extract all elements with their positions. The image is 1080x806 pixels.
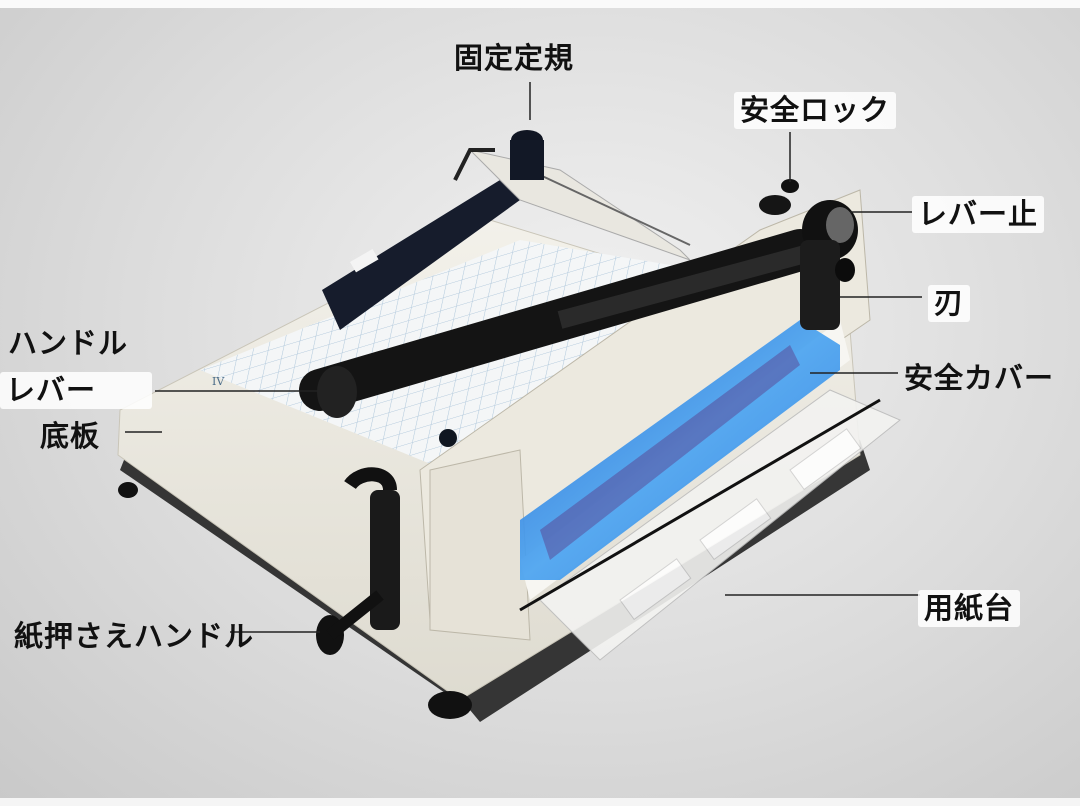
label-paper-table: 用紙台 xyxy=(918,590,1021,627)
bottom-border xyxy=(0,798,1080,806)
safety-cover-part xyxy=(520,320,840,580)
label-safety-cover: 安全カバー xyxy=(904,361,1055,395)
label-handle-lever-line2: レバー xyxy=(0,372,152,409)
label-safety-lock: 安全ロック xyxy=(734,92,897,129)
label-base-plate: 底板 xyxy=(40,419,101,453)
paper-table-part xyxy=(539,389,901,661)
label-lever-stop: レバー止 xyxy=(912,196,1045,233)
pivot-mechanism xyxy=(759,179,858,330)
top-border xyxy=(0,0,1080,8)
handle-lever-part xyxy=(299,229,823,418)
ruler-marking: IV xyxy=(212,375,225,388)
leader-lines xyxy=(125,82,922,633)
paper-clamp-handle-part xyxy=(316,467,400,655)
fixed-ruler-part xyxy=(322,130,691,330)
label-fixed-ruler: 固定定規 xyxy=(454,41,575,75)
label-blade: 刃 xyxy=(928,285,971,322)
knob xyxy=(439,429,457,447)
label-handle-lever-line1: ハンドル xyxy=(8,326,129,360)
label-paper-clamp-handle: 紙押さえハンドル xyxy=(14,619,255,653)
